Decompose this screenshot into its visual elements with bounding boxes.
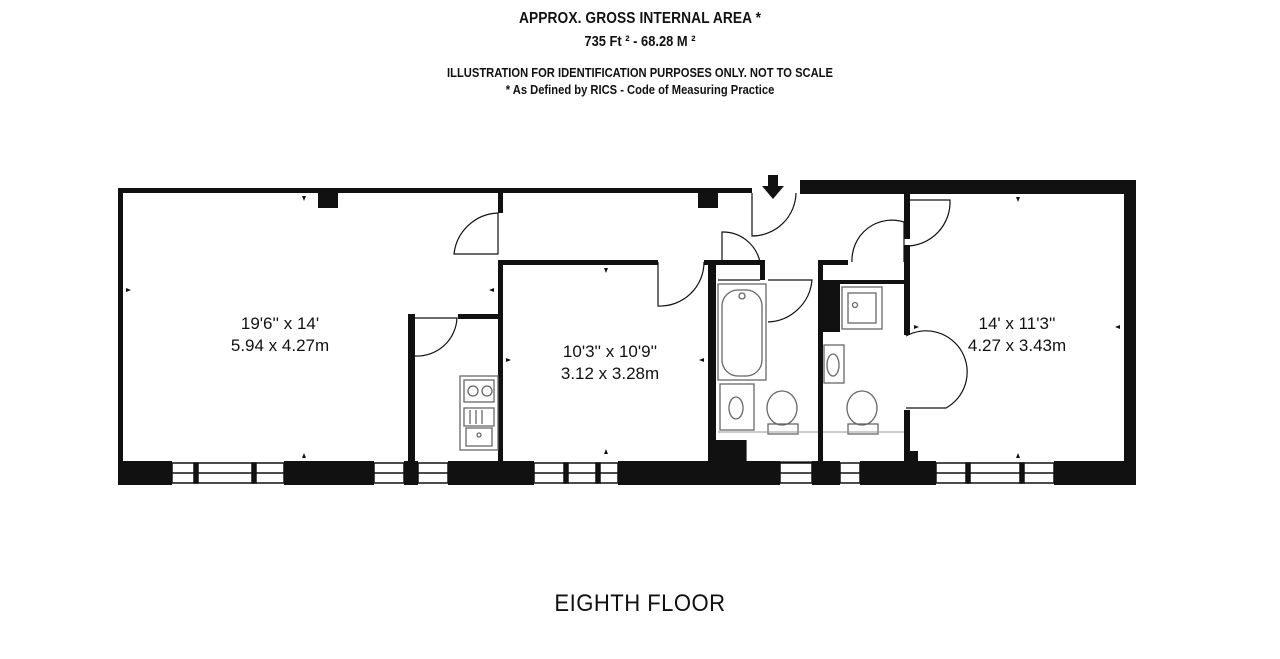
windows (171, 462, 1055, 484)
outer-walls (118, 180, 1136, 485)
room-middle-imperial: 10'3'' x 10'9'' (563, 342, 657, 361)
sink-icon (719, 383, 755, 431)
entrance-arrow-icon (762, 175, 784, 199)
plan-title: APPROX. GROSS INTERNAL AREA * (518, 10, 762, 27)
toilet-icon (766, 390, 799, 435)
ensuite-toilet-icon (846, 390, 879, 435)
hall-lines (718, 279, 818, 463)
doors (414, 192, 968, 409)
room-left-imperial: 19'6'' x 14' (241, 314, 319, 333)
measure-ticks (126, 196, 1120, 458)
shower-icon (841, 286, 883, 330)
kitchen-sink-icon (463, 407, 495, 447)
rics-note: * As Defined by RICS - Code of Measuring… (505, 82, 775, 97)
gross-area: 735 Ft ² - 68.28 M ² (584, 33, 696, 50)
floor-label: EIGHTH FLOOR (554, 590, 726, 617)
hob-icon (459, 375, 499, 451)
room-middle-metric: 3.12 x 3.28m (561, 364, 659, 383)
scale-disclaimer: ILLUSTRATION FOR IDENTIFICATION PURPOSES… (447, 65, 833, 80)
room-right-metric: 4.27 x 3.43m (968, 336, 1066, 355)
room-right-imperial: 14' x 11'3'' (979, 314, 1056, 333)
ensuite-sink-icon (823, 344, 845, 384)
bathtub-icon (717, 283, 767, 381)
room-left-metric: 5.94 x 4.27m (231, 336, 329, 355)
